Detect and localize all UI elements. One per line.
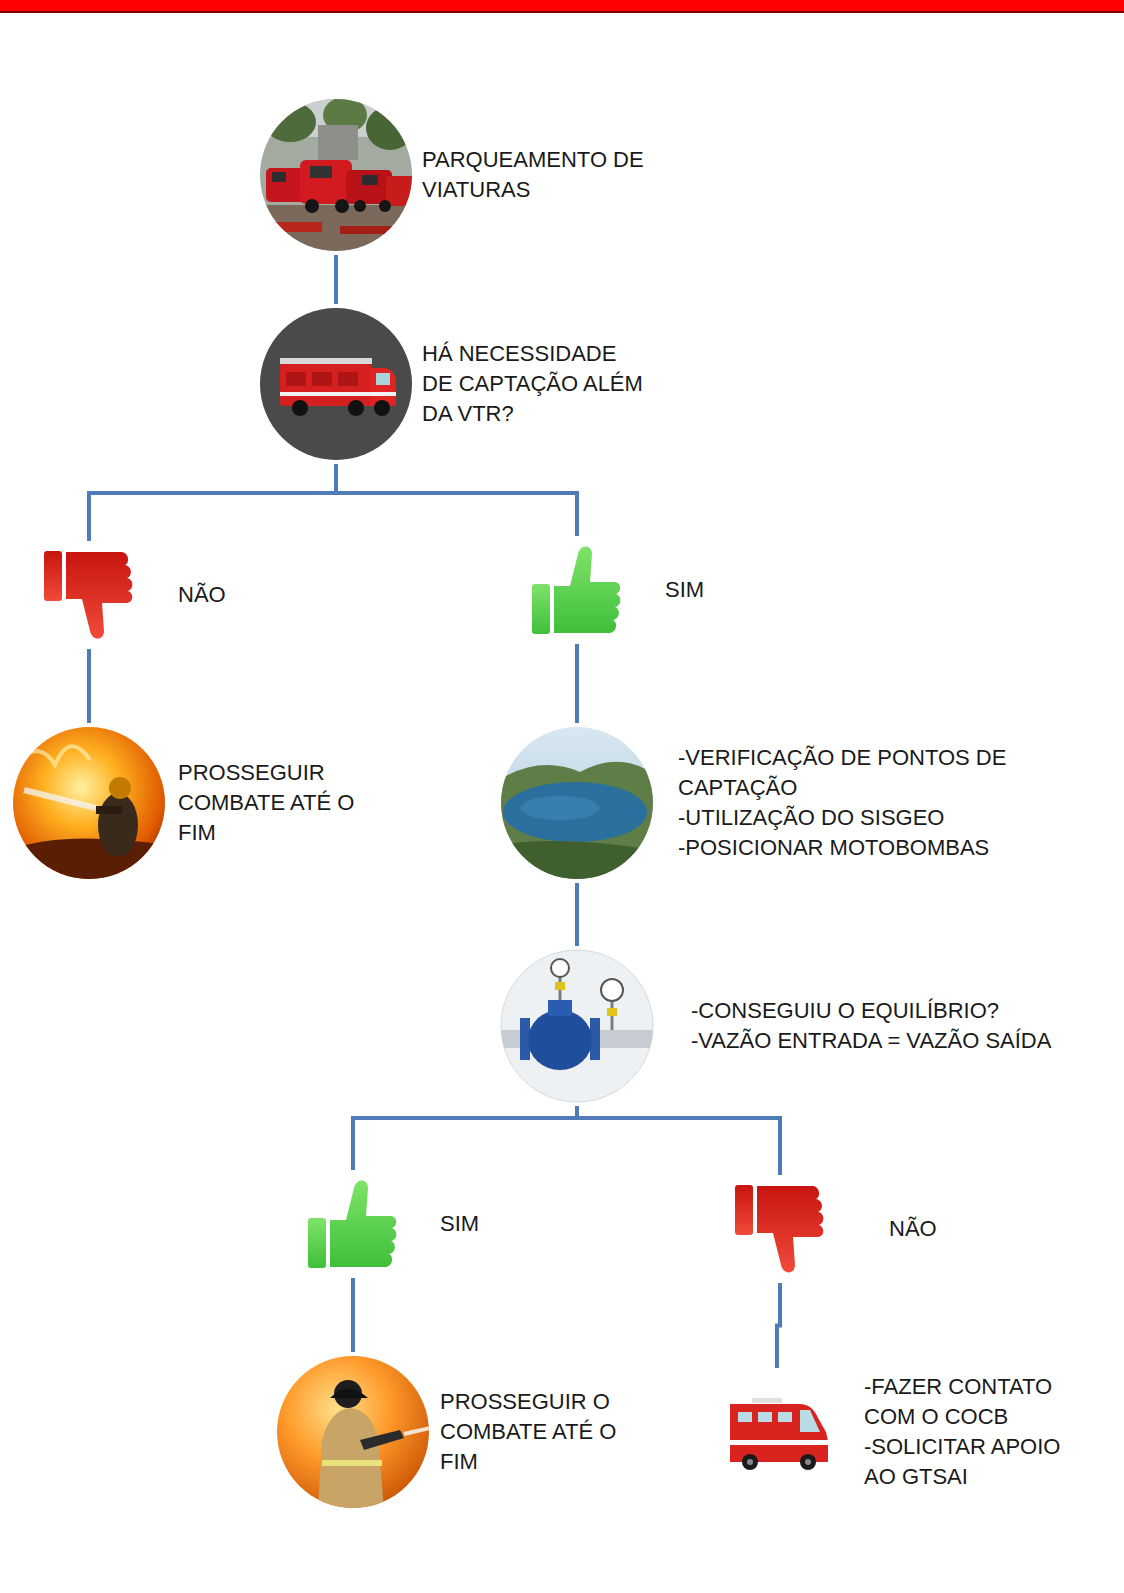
thumb-up-icon [308,1181,396,1269]
text-column: NÃO [178,580,268,610]
flow-connector [575,644,579,723]
decision-circle: -CONSEGUIU O EQUILÍBRIO?-VAZÃO ENTRADA =… [501,950,1111,1102]
firefighter-photo [11,725,167,881]
flow-connector [351,1278,355,1352]
step-text: -VAZÃO ENTRADA = VAZÃO SAÍDA [691,1026,1111,1056]
step-text: -CONSEGUIU O EQUILÍBRIO? [691,996,1111,1026]
answer-thumb: SIM [532,540,755,640]
thumb-down-icon [735,1185,823,1273]
vehicles-photo [258,97,416,253]
flow-connector [777,1283,780,1368]
flow-connector [577,1106,780,1175]
flow-connector [575,883,579,946]
fire-truck-icon [260,308,412,460]
text-column: -CONSEGUIU O EQUILÍBRIO?-VAZÃO ENTRADA =… [691,996,1111,1056]
thumb-down-icon [44,551,132,639]
step-text: -FAZER CONTATO COM O COCB [864,1372,1094,1432]
text-column: NÃO [889,1214,979,1244]
ambulance-icon [730,1398,828,1470]
step-text: SIM [440,1209,530,1239]
text-column: SIM [665,575,755,605]
step-text: -UTILIZAÇÃO DO SISGEO [678,803,1023,833]
text-column: -FAZER CONTATO COM O COCB-SOLICITAR APOI… [864,1372,1094,1492]
top-bar [0,0,1124,13]
step-circle: -VERIFICAÇÃO DE PONTOS DE CAPTAÇÃO-UTILI… [501,727,1023,879]
step-text: PROSSEGUIR COMBATE ATÉ O FIM [178,758,378,848]
step-circle: PROSSEGUIR COMBATE ATÉ O FIM [13,727,378,879]
text-column: PROSSEGUIR COMBATE ATÉ O FIM [178,758,378,848]
step-text: -VERIFICAÇÃO DE PONTOS DE CAPTAÇÃO [678,743,1023,803]
answer-thumb: NÃO [44,545,268,645]
flow-connector [336,464,577,536]
text-column: PARQUEAMENTO DE VIATURAS [422,145,647,205]
step-text: NÃO [178,580,268,610]
step-text: -POSICIONAR MOTOBOMBAS [678,833,1023,863]
thumb-up-icon [532,547,620,635]
step-icon: -FAZER CONTATO COM O COCB-SOLICITAR APOI… [727,1372,1094,1492]
step-text: NÃO [889,1214,979,1244]
flow-connector [334,255,338,304]
step-text: HÁ NECESSIDADE DE CAPTAÇÃO ALÉM DA VTR? [422,339,647,429]
decision-circle: HÁ NECESSIDADE DE CAPTAÇÃO ALÉM DA VTR? [260,308,647,460]
lake-photo [499,725,655,881]
text-column: PROSSEGUIR O COMBATE ATÉ O FIM [440,1387,640,1477]
text-column: HÁ NECESSIDADE DE CAPTAÇÃO ALÉM DA VTR? [422,339,647,429]
step-text: PARQUEAMENTO DE VIATURAS [422,145,647,205]
step-circle: PROSSEGUIR O COMBATE ATÉ O FIM [277,1356,640,1508]
step-text: -SOLICITAR APOIO AO GTSAI [864,1432,1094,1492]
text-column: SIM [440,1209,530,1239]
flow-connector [89,464,336,541]
flow-connector [87,649,91,723]
answer-thumb: NÃO [735,1179,979,1279]
answer-thumb: SIM [308,1174,530,1274]
step-text: SIM [665,575,755,605]
valve-icon [499,950,659,1102]
text-column: -VERIFICAÇÃO DE PONTOS DE CAPTAÇÃO-UTILI… [678,743,1023,863]
step-text: PROSSEGUIR O COMBATE ATÉ O FIM [440,1387,640,1477]
flow-connector [353,1106,577,1170]
firefighter-photo [275,1354,431,1510]
step-circle: PARQUEAMENTO DE VIATURAS [260,99,647,251]
